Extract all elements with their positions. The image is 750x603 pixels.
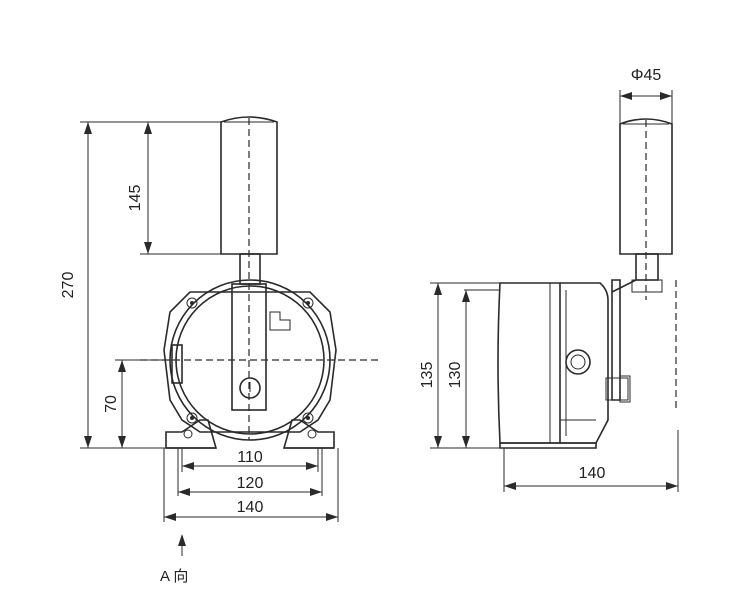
- side-view: Φ45 135: [419, 67, 679, 492]
- view-direction-a: A 向: [160, 534, 188, 585]
- dim-270-label: 270: [60, 272, 77, 299]
- view-direction-label: A 向: [160, 568, 188, 585]
- dimension-phi45: Φ45: [619, 67, 673, 124]
- dimension-70: 70: [103, 359, 172, 448]
- dim-135-label: 135: [419, 362, 436, 389]
- side-rod-cylinder: [619, 118, 673, 300]
- front-view: 270 145 70 110: [60, 116, 380, 585]
- dim-120-label: 120: [237, 475, 264, 492]
- rod-cylinder: [220, 116, 278, 440]
- dimension-135: 135: [419, 282, 500, 449]
- dim-110-label: 110: [237, 449, 263, 466]
- dimension-140-depth: 140: [503, 430, 679, 492]
- dim-140-depth-label: 140: [579, 465, 606, 482]
- dim-130-label: 130: [447, 362, 464, 389]
- dim-phi45-label: Φ45: [631, 67, 662, 84]
- dim-140-label: 140: [237, 499, 264, 516]
- dimension-270: 270: [60, 121, 221, 449]
- base-feet: [165, 419, 335, 449]
- dimension-145: 145: [127, 122, 221, 255]
- switch-housing: [140, 279, 380, 441]
- dim-70-label: 70: [103, 395, 120, 413]
- dimension-130: 130: [447, 289, 500, 448]
- side-body: [497, 279, 677, 449]
- dimension-widths: 110 120 140: [163, 448, 339, 522]
- dim-145-label: 145: [127, 185, 144, 212]
